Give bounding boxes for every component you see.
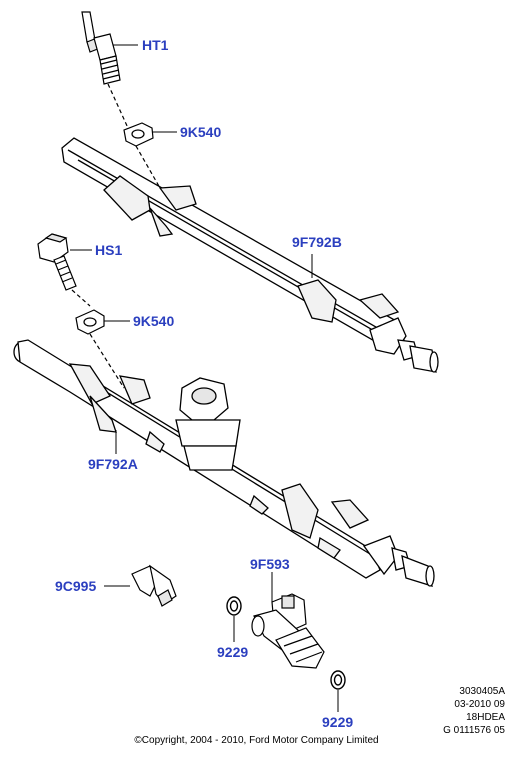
callout-hs1: HS1	[95, 242, 123, 258]
callout-9f792a: 9F792A	[88, 456, 138, 472]
ref-line-1: 3030405A	[459, 686, 505, 697]
callout-9f792b: 9F792B	[292, 234, 342, 250]
o-ring-9229-bottom	[330, 670, 346, 690]
callout-9f593: 9F593	[250, 556, 290, 572]
bolt-hs1	[37, 233, 91, 307]
ref-line-4: G 0111576 05	[443, 725, 505, 736]
spacer-9k540-mid	[75, 309, 125, 389]
o-ring-9229-left	[226, 596, 242, 616]
copyright-notice: ©Copyright, 2004 - 2010, Ford Motor Comp…	[134, 735, 379, 746]
callout-9229-bottom: 9229	[322, 714, 354, 730]
callout-9c995: 9C995	[55, 578, 97, 594]
spacer-9k540-top	[123, 122, 161, 189]
callout-9k540-mid: 9K540	[133, 313, 175, 329]
ref-line-2: 03-2010 09	[454, 699, 505, 710]
injector-9f593	[251, 593, 325, 669]
fuel-rail-9f792b	[61, 137, 439, 373]
callout-9229-left: 9229	[217, 644, 249, 660]
ref-line-3: 18HDEA	[466, 712, 505, 723]
clip-9c995	[131, 564, 177, 607]
fuel-rail-9f792a	[13, 339, 435, 587]
callout-9k540-top: 9K540	[180, 124, 222, 140]
stud-ht1	[81, 11, 129, 129]
callout-ht1: HT1	[142, 37, 169, 53]
